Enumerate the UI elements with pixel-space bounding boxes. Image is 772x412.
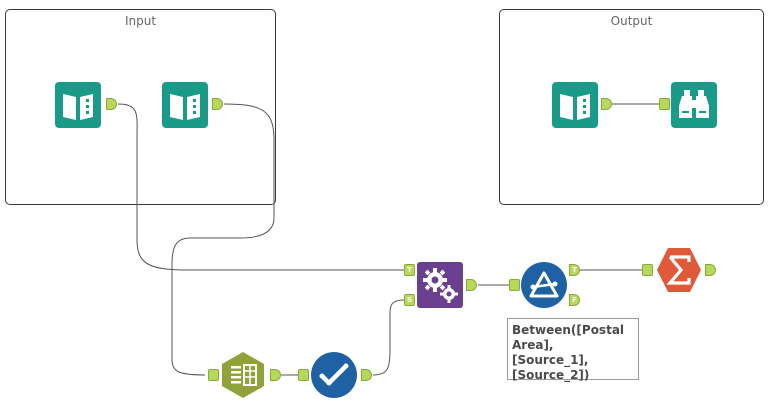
select-output-anchor[interactable] <box>361 369 372 381</box>
gears-icon <box>417 262 463 308</box>
multi-field-formula-tool[interactable] <box>220 352 266 398</box>
append-output-anchor[interactable] <box>466 279 477 291</box>
output-container-title: Output <box>610 14 653 28</box>
input-data-tool-2[interactable] <box>162 82 208 128</box>
filter-triangle-icon <box>521 262 567 308</box>
book-icon <box>552 82 598 128</box>
input-1-output-anchor[interactable] <box>106 98 117 110</box>
filter-tool[interactable] <box>521 262 567 308</box>
browse-tool[interactable] <box>671 82 717 128</box>
filter-true-label: T <box>572 266 577 274</box>
formula-input-anchor[interactable] <box>208 369 219 381</box>
input-data-tool-3[interactable] <box>552 82 598 128</box>
append-target-anchor[interactable] <box>404 264 415 276</box>
filter-annotation: Between([Postal Area], [Source_1], [Sour… <box>507 318 639 382</box>
summarize-output-anchor[interactable] <box>705 264 716 276</box>
binoculars-icon <box>671 82 717 128</box>
formula-output-anchor[interactable] <box>270 369 281 381</box>
connection-select-to-append <box>372 299 406 376</box>
append-source-label: S <box>406 296 413 304</box>
append-source-anchor[interactable] <box>404 294 415 306</box>
select-input-anchor[interactable] <box>298 369 309 381</box>
formula-table-icon <box>222 352 264 398</box>
book-icon <box>162 82 208 128</box>
input-container[interactable]: Input <box>5 9 276 205</box>
summarize-tool[interactable] <box>656 247 702 293</box>
filter-input-anchor[interactable] <box>509 279 520 291</box>
book-icon <box>55 82 101 128</box>
select-tool[interactable] <box>311 352 357 398</box>
check-icon <box>311 352 357 398</box>
input-2-output-anchor[interactable] <box>212 98 223 110</box>
append-fields-tool[interactable] <box>417 262 463 308</box>
input-container-title: Input <box>124 14 157 28</box>
filter-false-label: F <box>572 296 577 304</box>
append-target-label: T <box>407 266 412 274</box>
input-3-output-anchor[interactable] <box>601 98 612 110</box>
filter-true-anchor[interactable] <box>569 264 580 276</box>
filter-false-anchor[interactable] <box>569 294 580 306</box>
input-data-tool-1[interactable] <box>55 82 101 128</box>
browse-input-anchor[interactable] <box>659 98 670 110</box>
sigma-icon <box>657 248 701 292</box>
summarize-input-anchor[interactable] <box>642 264 653 276</box>
output-container[interactable]: Output <box>499 9 764 205</box>
